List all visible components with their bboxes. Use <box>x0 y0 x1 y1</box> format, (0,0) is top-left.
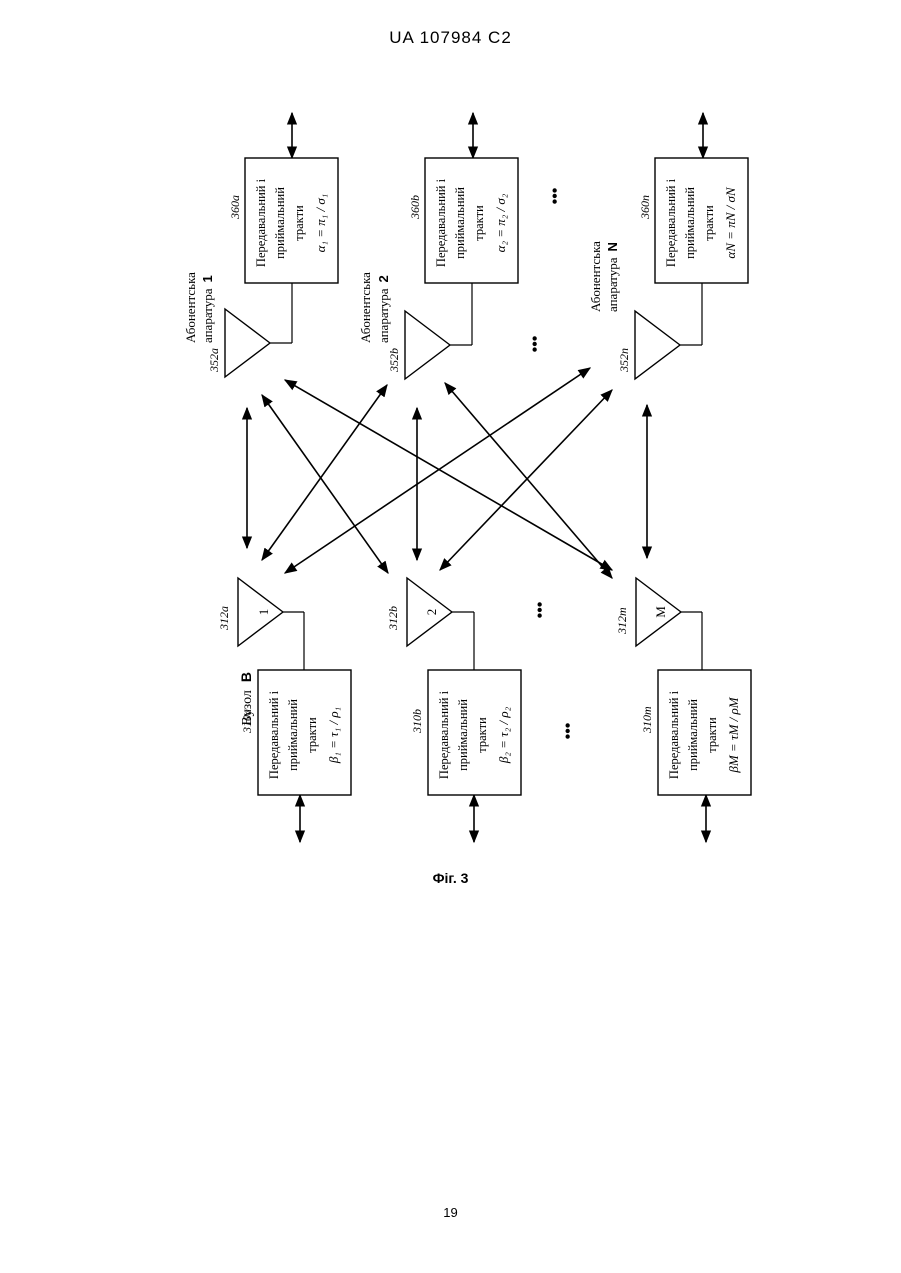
subscriber-title-line1: Абонентська <box>588 241 603 312</box>
box-line3: тракти <box>705 717 719 753</box>
node-unit-310b: 310b Передавальний і приймальний тракти … <box>386 578 521 842</box>
box-formula: α₂ = π₂ / σ₂ <box>493 193 508 252</box>
box-formula: α₁ = π₁ / σ₁ <box>313 194 328 253</box>
link-b-m <box>445 383 612 578</box>
figure-caption: Фіг. 3 <box>0 870 901 886</box>
box-line1: Передавальний і <box>667 690 681 779</box>
antenna-id: 352n <box>617 348 631 373</box>
antenna-352b <box>405 311 450 379</box>
subscriber-360b: Передавальний і приймальний тракти α₂ = … <box>358 113 518 379</box>
unit-id: 360a <box>228 195 242 220</box>
box-line2: приймальний <box>456 699 470 771</box>
node-unit-310a: ВузолB 310a Передавальний і приймальний … <box>217 578 351 842</box>
antenna-id: 352a <box>207 348 221 373</box>
ellipsis-subscriber-boxes: ••• <box>547 188 564 205</box>
box-line1: Передавальний і <box>254 178 268 267</box>
box-formula: βM = τM / ρM <box>726 696 741 773</box>
box-line1: Передавальний і <box>437 690 451 779</box>
antenna-label: 1 <box>256 609 271 616</box>
unit-id: 310b <box>410 709 424 734</box>
subscriber-title-line2: апаратураN <box>605 242 620 312</box>
unit-id: 360n <box>638 195 652 220</box>
box-line3: тракти <box>292 205 306 241</box>
box-line3: тракти <box>475 717 489 753</box>
ellipsis-node-boxes: ••• <box>560 723 577 740</box>
unit-id: 360b <box>408 195 422 220</box>
unit-id: 310a <box>240 709 254 734</box>
box-line1: Передавальний і <box>434 178 448 267</box>
subscriber-title-line1: Абонентська <box>358 272 373 343</box>
subscriber-title-line1: Абонентська <box>183 272 198 343</box>
box-line2: приймальний <box>453 187 467 259</box>
node-unit-310m: 310m Передавальний і приймальний тракти … <box>615 578 751 842</box>
antenna-352n <box>635 311 680 379</box>
antenna-label: M <box>653 606 668 618</box>
ellipsis-node-antennas: ••• <box>532 602 549 619</box>
box-line1: Передавальний і <box>664 178 678 267</box>
subscriber-360n: Передавальний і приймальний тракти αN = … <box>588 113 748 379</box>
box-formula: β₂ = τ₂ / ρ₂ <box>496 706 511 764</box>
link-n-1 <box>285 368 590 573</box>
box-line3: тракти <box>472 205 486 241</box>
subscriber-360a: Передавальний і приймальний тракти α₁ = … <box>183 113 338 377</box>
box-line2: приймальний <box>683 187 697 259</box>
antenna-352a <box>225 309 270 377</box>
antenna-id: 312a <box>217 606 231 631</box>
unit-id: 310m <box>640 706 654 734</box>
radio-links <box>247 368 647 578</box>
link-b-1 <box>262 385 387 560</box>
box-line2: приймальний <box>286 699 300 771</box>
ellipsis-subscriber-antennas: ••• <box>527 336 544 353</box>
box-formula: αN = πN / σN <box>723 186 738 258</box>
box-line2: приймальний <box>686 699 700 771</box>
subscriber-title-line2: апаратура2 <box>376 275 391 343</box>
box-line3: тракти <box>702 205 716 241</box>
page-number: 19 <box>0 1205 901 1220</box>
box-line1: Передавальний і <box>267 690 281 779</box>
antenna-id: 312m <box>615 607 629 635</box>
antenna-id: 312b <box>386 606 400 631</box>
antenna-label: 2 <box>424 609 439 616</box>
subscriber-title-line2: апаратура1 <box>200 275 215 343</box>
link-n-2 <box>440 390 612 570</box>
box-formula: β₁ = τ₁ / ρ₁ <box>326 707 341 764</box>
antenna-id: 352b <box>387 348 401 373</box>
link-a-m <box>285 380 612 570</box>
box-line3: тракти <box>305 717 319 753</box>
box-line2: приймальний <box>273 187 287 259</box>
